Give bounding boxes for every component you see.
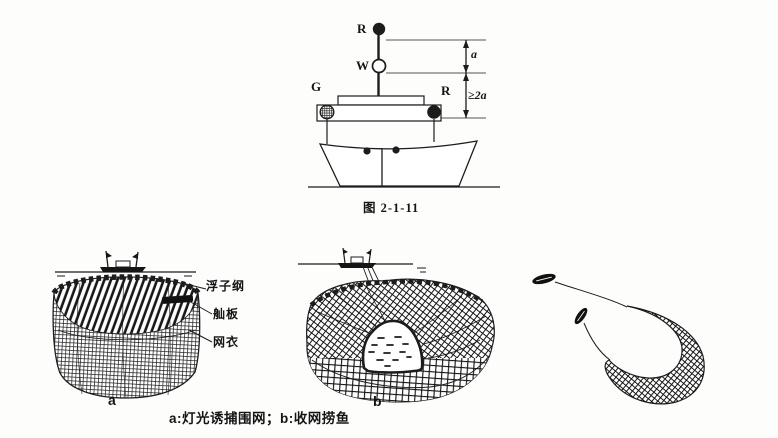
reference-lines bbox=[386, 39, 486, 119]
white-light-icon bbox=[371, 58, 387, 74]
towed-net-mesh bbox=[604, 305, 705, 405]
annotation-leaders bbox=[181, 282, 213, 343]
dimension-arrows bbox=[463, 40, 469, 118]
purse-seine-figure-a bbox=[51, 250, 213, 399]
tow-warps bbox=[554, 281, 628, 361]
dimension-a-label: a bbox=[471, 47, 477, 61]
light-label-green: G bbox=[311, 79, 322, 94]
annotation-sampan: 舢板 bbox=[213, 307, 240, 321]
annotation-netting: 网衣 bbox=[213, 335, 240, 349]
masthead-red-light-icon bbox=[372, 22, 386, 36]
fishing-boat-icon bbox=[100, 250, 146, 272]
annotation-float-line: 浮子纲 bbox=[206, 279, 246, 293]
bottom-caption: a:灯光诱捕围网；b:收网捞鱼 bbox=[169, 411, 350, 426]
light-label-masthead-top: R bbox=[357, 21, 367, 36]
ship-hull bbox=[308, 140, 500, 188]
sidelight-red-icon bbox=[427, 105, 441, 119]
rim-beads-b bbox=[309, 279, 484, 307]
bridge-deck bbox=[337, 95, 425, 106]
hauled-seine-figure-b bbox=[298, 247, 495, 403]
pair-towing-net-figure bbox=[532, 273, 705, 405]
subfigure-a-label: a bbox=[108, 392, 116, 408]
fishing-boat-icon bbox=[338, 247, 376, 268]
vessel-lights-diagram bbox=[308, 22, 500, 188]
figure-number-caption: 图 2-1-11 bbox=[363, 201, 420, 215]
deckhouse bbox=[316, 104, 442, 122]
tow-boat-icon bbox=[532, 273, 556, 285]
light-label-red-side: R bbox=[441, 83, 451, 98]
net-creases bbox=[317, 285, 487, 359]
sampan-bar bbox=[161, 295, 194, 304]
sidelight-green-icon bbox=[319, 104, 335, 120]
fish-marks bbox=[368, 336, 412, 367]
light-label-white: W bbox=[356, 58, 369, 73]
tow-boat-icon bbox=[574, 307, 588, 325]
dimension-2a-label: ≥2a bbox=[468, 88, 487, 102]
subfigure-b-label: b bbox=[373, 393, 382, 409]
